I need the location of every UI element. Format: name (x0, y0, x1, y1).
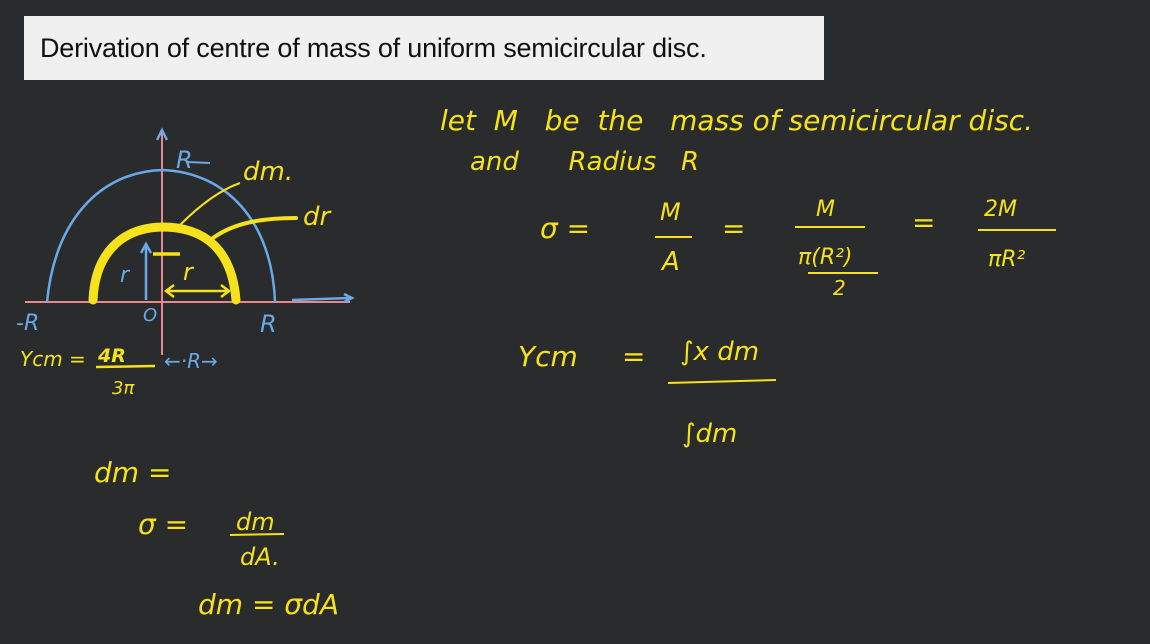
f2-num: M (816, 197, 835, 222)
sigma-definition: σ = dm dA. (138, 508, 285, 571)
span-R-label: ←·R→ (164, 349, 218, 373)
label-dr: dr (303, 202, 333, 232)
label-dm: dm. (243, 157, 293, 187)
note-line-1: let M be the mass of semicircular disc. (440, 104, 1033, 137)
ycm-den: ∫dm (682, 419, 737, 449)
ycm-result-lhs: Ycm = (20, 347, 86, 371)
f1-den: A (660, 247, 680, 277)
label-r-vertical: r (120, 263, 131, 288)
title-banner: Derivation of centre of mass of uniform … (24, 16, 824, 80)
sigma-def-num: dm (236, 508, 275, 536)
eq3: = (912, 206, 935, 239)
sigma-equation: σ = M A = M π(R²) 2 = 2M πR² (540, 197, 1056, 300)
sigma-lhs: σ = (540, 212, 590, 245)
label-right-R: R (260, 310, 277, 338)
label-origin: O (143, 305, 157, 326)
dm-eq-1: dm = (94, 456, 171, 489)
eq2: = (722, 212, 745, 245)
sigma-def-lhs: σ = (138, 508, 188, 541)
dr-pointer (211, 216, 298, 240)
x-axis-arrow-icon (291, 292, 355, 304)
f2-den-bot: 2 (833, 276, 846, 300)
dm-eq-2: dm = σdA (198, 588, 339, 621)
sigma-def-den: dA. (240, 543, 280, 571)
r-horizontal-arrow-icon (163, 284, 232, 298)
ycm-lhs: Ycm (518, 340, 578, 373)
label-r-horizontal: r (183, 258, 195, 286)
r-vertical-arrow-icon (139, 241, 153, 300)
label-top-R: R (176, 146, 193, 174)
outer-semicircle (45, 168, 277, 303)
ycm-result-den: 3π (112, 378, 135, 399)
ring-element (88, 222, 241, 305)
ycm-result-num: 4R (97, 345, 126, 367)
note-line-2: and Radius R (470, 147, 699, 177)
f3-den: πR² (988, 247, 1026, 272)
ycm-eq: = (622, 340, 645, 373)
y-axis-arrow-icon (155, 127, 169, 141)
ycm-integral-equation: Ycm = ∫x dm ∫dm (518, 337, 777, 449)
label-left-R: -R (16, 311, 39, 336)
f3-num: 2M (984, 197, 1017, 222)
ycm-num: ∫x dm (680, 337, 759, 367)
f2-den-top: π(R²) (798, 245, 853, 270)
page-title: Derivation of centre of mass of uniform … (40, 32, 707, 63)
dm-pointer (179, 182, 241, 226)
f1-num: M (660, 198, 681, 226)
